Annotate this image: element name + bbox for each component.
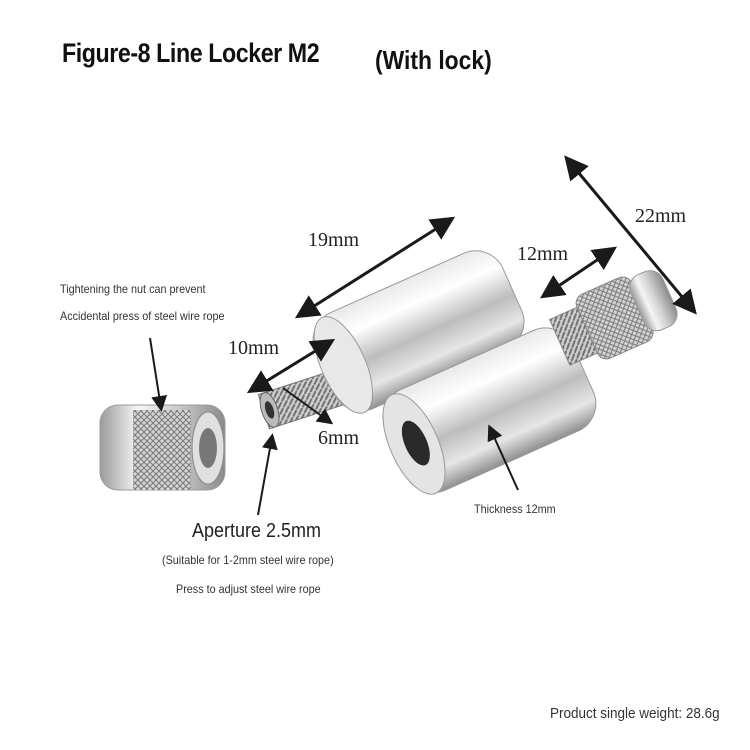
dimension-6mm: 6mm [318, 427, 360, 449]
lock-nut [99, 404, 226, 491]
aperture-suitability: (Suitable for 1-2mm steel wire rope) [162, 553, 334, 567]
nut-note-line2: Accidental press of steel wire rope [60, 309, 225, 323]
thickness-note: Thickness 12mm [474, 502, 556, 516]
callout-arrows [149, 337, 519, 516]
dimension-12mm: 12mm [517, 243, 569, 265]
dimension-10mm: 10mm [228, 337, 280, 359]
dimension-arrows [246, 155, 697, 394]
weight-note: Product single weight: 28.6g [550, 705, 720, 722]
aperture-label: Aperture 2.5mm [192, 520, 322, 542]
product-title-suffix: (With lock) [375, 45, 492, 75]
product-title: Figure-8 Line Locker M2 [62, 38, 320, 68]
dimension-19mm: 19mm [308, 229, 360, 251]
dimension-22mm: 22mm [635, 205, 687, 227]
line-locker-body [257, 250, 678, 495]
press-adjust-note: Press to adjust steel wire rope [176, 582, 321, 596]
nut-note-line1: Tightening the nut can prevent [60, 282, 206, 296]
